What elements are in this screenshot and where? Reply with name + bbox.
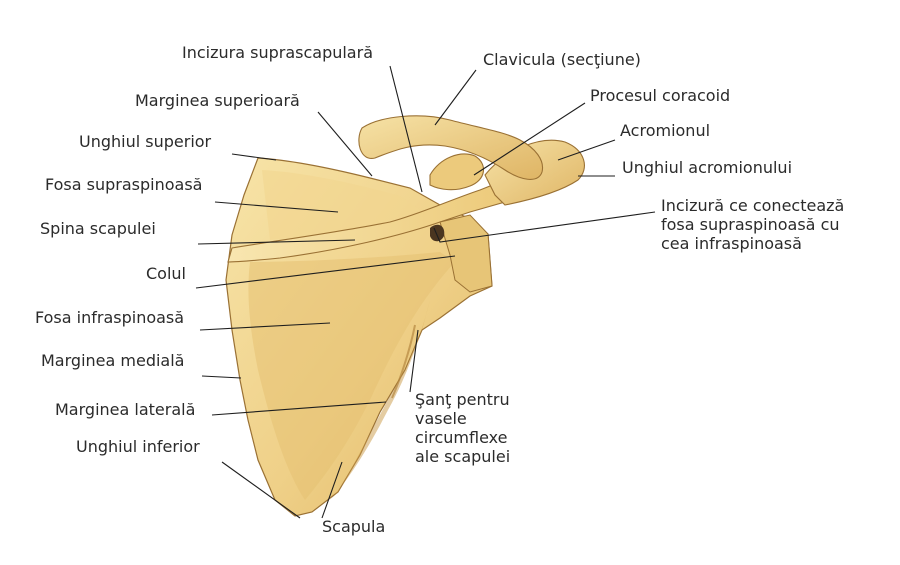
label-spina-scapulei: Spina scapulei <box>40 219 156 238</box>
label-unghiul-acromionului: Unghiul acromionului <box>622 158 793 177</box>
label-sant-vase: Şanţ pentru vasele circumflexe ale scapu… <box>415 390 511 466</box>
label-colul: Colul <box>146 264 186 283</box>
label-incizura-conecteaza: Incizură ce conectează fosa supraspinoas… <box>661 196 845 253</box>
leader-fosa-supraspinoasa <box>214 201 339 213</box>
leader-scapula <box>321 461 343 519</box>
spinoglenoid-notch <box>430 224 445 242</box>
leader-marginea-laterala <box>211 401 387 416</box>
label-scapula: Scapula <box>322 517 386 536</box>
supraspinous-fossa-shade <box>262 170 420 240</box>
leader-marginea-mediala <box>201 375 242 379</box>
leader-fosa-infraspinoasa <box>199 322 331 331</box>
label-acromionul: Acromionul <box>620 121 711 140</box>
label-clavicula: Clavicula (secţiune) <box>483 50 641 69</box>
fossa-shadow <box>248 252 455 500</box>
leader-unghiul-inferior <box>221 461 301 519</box>
label-procesul-coracoid: Procesul coracoid <box>590 86 731 105</box>
label-marginea-superioara: Marginea superioară <box>135 91 300 110</box>
label-unghiul-superior: Unghiul superior <box>79 132 212 151</box>
label-unghiul-inferior: Unghiul inferior <box>76 437 200 456</box>
label-fosa-supraspinoasa: Fosa supraspinoasă <box>45 175 203 194</box>
leader-marginea-superioara <box>317 111 373 177</box>
clavicle-section <box>358 115 544 180</box>
coracoid-process <box>429 153 484 191</box>
leader-procesul-coracoid <box>473 102 586 176</box>
leader-colul <box>195 255 456 289</box>
leader-sant <box>409 329 419 393</box>
leader-unghiul-superior <box>231 153 277 161</box>
leader-spina-scapulei <box>197 239 356 245</box>
label-fosa-infraspinoasa: Fosa infraspinoasă <box>35 308 185 327</box>
label-marginea-laterala: Marginea laterală <box>55 400 196 419</box>
leader-incizura-suprascapulara <box>389 65 423 193</box>
label-marginea-mediala: Marginea medială <box>41 351 185 370</box>
scapula-neck <box>439 214 493 293</box>
leader-acromionul <box>557 139 616 161</box>
label-incizura-suprascapulara: Incizura suprascapulară <box>182 43 373 62</box>
leader-clavicula <box>434 69 477 126</box>
leader-incizura-conecteaza <box>433 211 656 243</box>
circumflex-groove <box>391 324 416 399</box>
